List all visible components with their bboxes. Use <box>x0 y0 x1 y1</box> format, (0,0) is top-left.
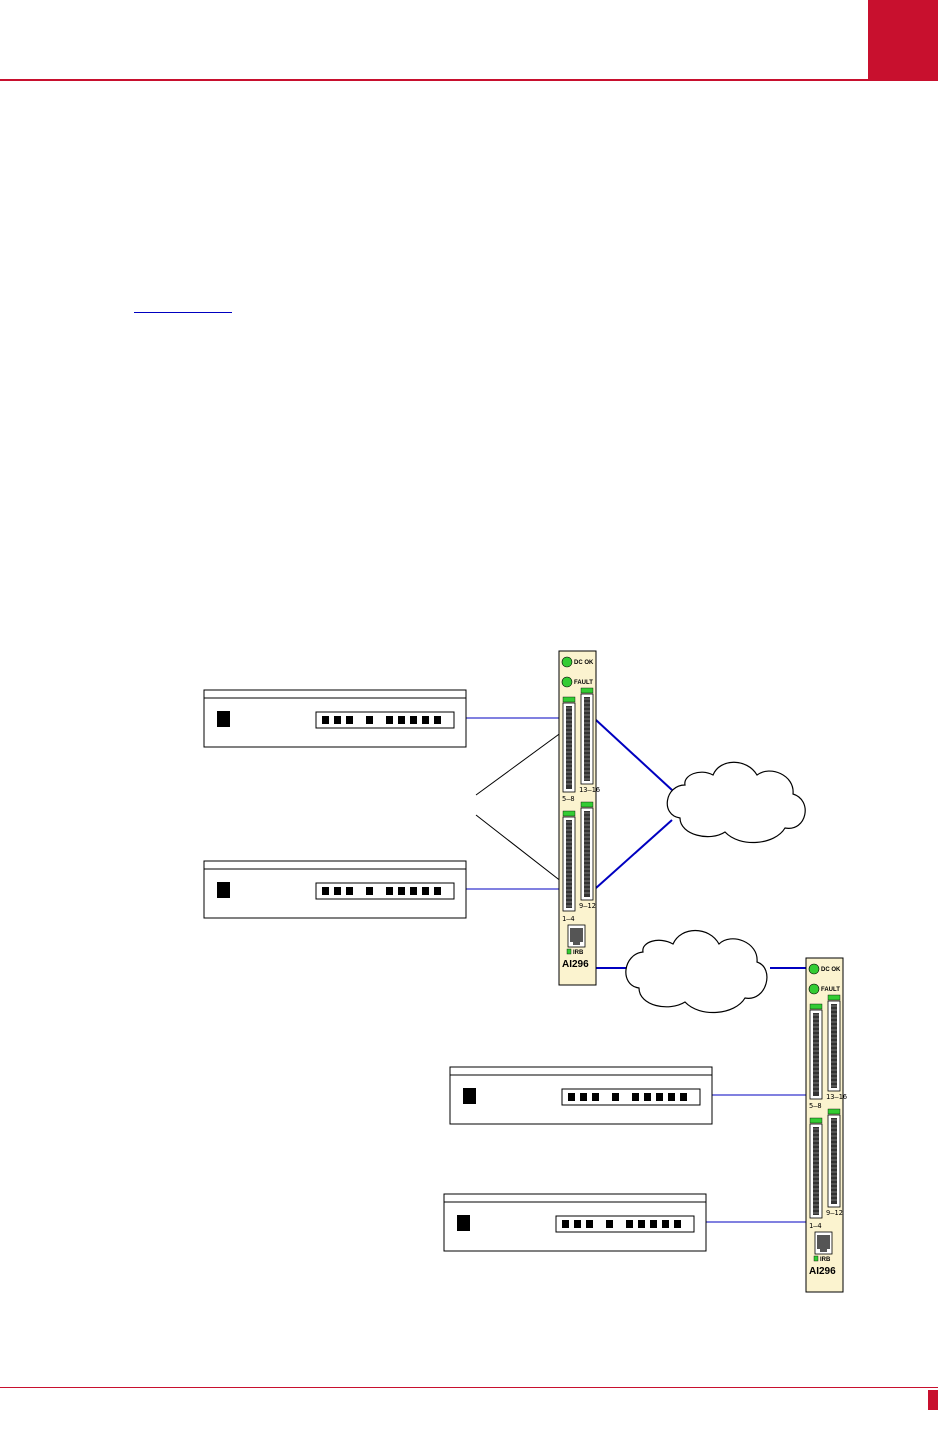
rj45-port-icon <box>567 924 586 948</box>
header-rule <box>0 79 868 81</box>
port-group-1-4: 1–4 <box>809 1222 822 1230</box>
led-icon <box>561 656 573 668</box>
led-icon <box>808 963 820 975</box>
card-model: AI296 <box>562 959 589 970</box>
led-fault-label: FAULT <box>821 987 840 993</box>
port-group-9-12: 9–12 <box>579 902 596 910</box>
device-icon <box>203 689 467 748</box>
led-dc-ok-label: DC OK <box>821 967 841 973</box>
port-connector <box>562 810 576 912</box>
port-connector <box>580 687 594 785</box>
port-connector <box>827 1108 841 1208</box>
callout-line-bottom <box>475 814 563 883</box>
port-connector <box>809 1117 823 1219</box>
device-icon <box>449 1066 713 1125</box>
header-tab <box>868 0 938 81</box>
port-connector <box>580 801 594 901</box>
port-group-13-16: 13–16 <box>579 786 600 794</box>
irb-label: IRB <box>573 950 584 956</box>
card-model: AI296 <box>809 1266 836 1277</box>
device-icon <box>203 860 467 919</box>
irb-label: IRB <box>820 1257 831 1263</box>
port-group-1-4: 1–4 <box>562 915 575 923</box>
connections <box>466 717 806 1223</box>
callout-line-top <box>475 731 563 796</box>
hyperlink-underline[interactable] <box>134 312 232 313</box>
port-group-5-8: 5–8 <box>809 1102 822 1110</box>
port-connector <box>809 1003 823 1100</box>
device-port-strip <box>315 711 455 729</box>
device-port-strip <box>555 1215 695 1233</box>
port-group-5-8: 5–8 <box>562 795 575 803</box>
ai296-card: DC OK FAULT 5–8 13–16 1–4 9–12 IRB AI296 <box>805 957 847 1293</box>
port-group-9-12: 9–12 <box>826 1209 843 1217</box>
led-fault-label: FAULT <box>574 680 593 686</box>
ai296-card: DC OK FAULT 5–8 13–16 1–4 9–12 IRB AI296 <box>558 650 600 986</box>
cloud-icon <box>666 761 806 844</box>
led-icon <box>561 676 573 688</box>
led-icon <box>808 983 820 995</box>
led-dc-ok-label: DC OK <box>574 660 594 666</box>
link-card1-cloud1-bottom <box>595 819 673 889</box>
link-card1-cloud1-top <box>595 719 673 791</box>
device-icon <box>443 1193 707 1252</box>
rj45-port-icon <box>814 1231 833 1255</box>
footer-rule <box>0 1387 938 1388</box>
device-port-strip <box>561 1088 701 1106</box>
footer-tab <box>928 1390 938 1410</box>
port-group-13-16: 13–16 <box>826 1093 847 1101</box>
cloud-icon <box>625 930 768 1014</box>
device-port-strip <box>315 882 455 900</box>
port-connector <box>827 994 841 1092</box>
port-connector <box>562 696 576 793</box>
